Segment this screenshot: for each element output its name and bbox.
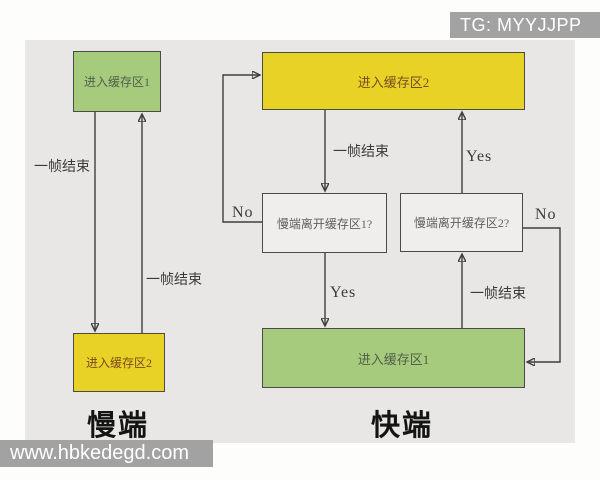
- node-fast-enter-buffer1: 进入缓存区1: [262, 328, 525, 388]
- node-slow-enter-buffer2: 进入缓存区2: [73, 333, 165, 392]
- watermark-telegram: TG: MYYJJPP: [450, 12, 600, 38]
- edge-label-slow-frame-end-down: 一帧结束: [34, 160, 90, 175]
- title-fast-end: 快端: [371, 410, 434, 442]
- edge-label-slow-frame-end-up: 一帧结束: [146, 273, 202, 288]
- watermark-telegram-text: TG: MYYJJPP: [460, 14, 582, 35]
- node-fast-enter-buffer2: 进入缓存区2: [262, 52, 525, 110]
- edge-label-fast-no-right: No: [535, 206, 557, 223]
- watermark-website-text: www.hbkedegd.com: [10, 442, 189, 464]
- edge-label-fast-frame-end-top: 一帧结束: [333, 145, 389, 160]
- title-slow-end: 慢端: [87, 410, 150, 442]
- connector-right-no-feedback-left: [222, 75, 262, 223]
- connector-right-no-feedback-right: [523, 227, 561, 362]
- edge-label-fast-no-left: No: [232, 204, 254, 221]
- edge-label-fast-yes-up: Yes: [466, 148, 493, 165]
- watermark-website: www.hbkedegd.com: [0, 440, 213, 467]
- node-fast-question-leave-buffer2: 慢端离开缓存区2?: [400, 193, 523, 252]
- edge-label-fast-yes-down: Yes: [330, 284, 357, 301]
- node-slow-enter-buffer1: 进入缓存区1: [73, 51, 161, 112]
- node-fast-question-leave-buffer1: 慢端离开缓存区1?: [262, 193, 387, 253]
- edge-label-fast-frame-end-bottom: 一帧结束: [470, 287, 526, 302]
